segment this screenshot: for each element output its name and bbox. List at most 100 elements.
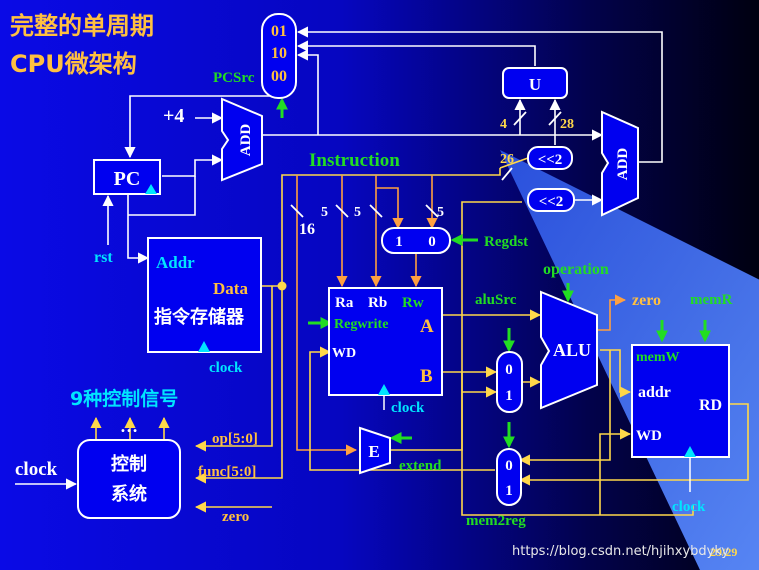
clock-triangle-icon [145,184,157,194]
operation-label: operation [543,261,609,278]
control-func: func[5:0] [198,464,256,480]
extend-label: E [368,442,379,461]
alu [540,290,598,410]
width-slash [501,167,513,181]
wire-alu-to-mem2reg [518,350,611,466]
dmem-memw: memW [636,350,680,365]
width-5a: 5 [321,205,328,220]
clock-triangle-icon [198,341,210,352]
title-line2: CPU微架构 [10,50,137,78]
control-unit [77,439,181,519]
wire-op [194,286,273,452]
reg-rb: Rb [368,295,387,311]
mem2reg-label: mem2reg [466,513,526,529]
width-slash [513,111,527,126]
width-slash [290,204,304,218]
imem-addr: Addr [156,253,195,272]
wire-writeback [309,346,495,471]
wire-pc4-to-mux [296,49,319,135]
light-beam [500,150,759,570]
regdst-in0: 0 [428,234,436,250]
clock-triangle-icon [378,384,390,395]
width-16: 16 [299,221,315,238]
wire-ext-to-shift [390,201,522,451]
mem2reg-mux [496,448,522,506]
alusrc-mux-1: 1 [505,388,513,404]
regdst-mux [381,227,451,254]
alusrc-mux [496,351,523,413]
jump-shift-label: <<2 [538,152,563,168]
zero-label: zero [632,292,661,309]
width-slash [548,111,562,126]
dmem-clock: clock [672,499,706,515]
imem-data: Data [213,279,248,298]
regdst-label: Regdst [484,234,528,250]
branch-adder-label: ADD [615,148,631,181]
pc-mux [261,13,297,99]
wire-zero [597,294,627,331]
wire-store-data [599,428,632,515]
pc-mux-in0: 01 [271,23,287,40]
page-number: 29/29 [710,545,737,559]
control-dots: … [120,416,138,436]
branch-shift-label: <<2 [539,194,564,210]
instruction-memory [147,237,262,353]
width-5b: 5 [354,205,361,220]
branch-shift [527,188,575,212]
clock-triangle-icon [684,446,696,457]
mem2reg-in0: 0 [505,458,513,474]
extend-signal: extend [399,458,442,474]
alusrc-mux-0: 0 [505,362,513,378]
width-slash [425,204,439,218]
wire-pc-to-add [162,154,224,177]
control-op: op[5:0] [212,431,258,447]
wire-instr-jump [499,157,529,169]
width-slash [335,204,349,218]
jump-shift [527,146,573,170]
pc-adder [221,97,263,182]
instruction-label: Instruction [309,150,400,171]
plus4-label: +4 [163,105,184,127]
register-file [328,287,443,396]
jump-width: 26 [500,152,514,167]
pcsrc-label: PCSrc [213,70,255,86]
wire-pc-branch [128,176,196,216]
wire-func [194,286,283,484]
sign-extend [359,426,391,475]
wire-rt-to-mux [376,187,404,230]
regdst-in1: 1 [395,234,403,250]
reg-regwrite: Regwrite [334,317,388,332]
title-line1: 完整的单周期 [10,12,154,40]
reg-wd: WD [332,346,356,361]
rst-label: rst [94,249,113,266]
alusrc-label: aluSrc [475,292,517,308]
wire-pc-to-imem [127,195,150,264]
control-line2: 系统 [111,483,147,505]
pc-mux-in2: 00 [271,68,287,85]
reg-rw: Rw [402,295,424,311]
wire-branch-target [296,26,663,163]
u-block-label: U [529,75,541,94]
reg-clock: clock [391,400,425,416]
pc-mux-in1: 10 [271,45,287,62]
reg-a: A [420,316,434,337]
branch-adder [601,110,639,217]
pc-adder-label: ADD [238,124,254,157]
watermark: https://blog.csdn.net/hjihxybdyky [512,544,729,559]
width-5c: 5 [437,205,444,220]
width-slash [369,204,383,218]
control-signals-title: 9种控制信号 [70,387,178,410]
u-width-high: 28 [560,117,574,132]
imem-name: 指令存储器 [154,306,245,328]
control-line1: 控制 [111,453,147,475]
wire-jump-target [296,40,536,66]
wire-rd-to-mux [518,403,749,486]
wire-imm16 [296,175,358,456]
pc-label: PC [114,168,141,190]
dmem-wd: WD [636,428,662,444]
dmem-addr: addr [638,384,671,401]
u-width-low: 4 [500,117,507,132]
u-block [502,67,568,99]
